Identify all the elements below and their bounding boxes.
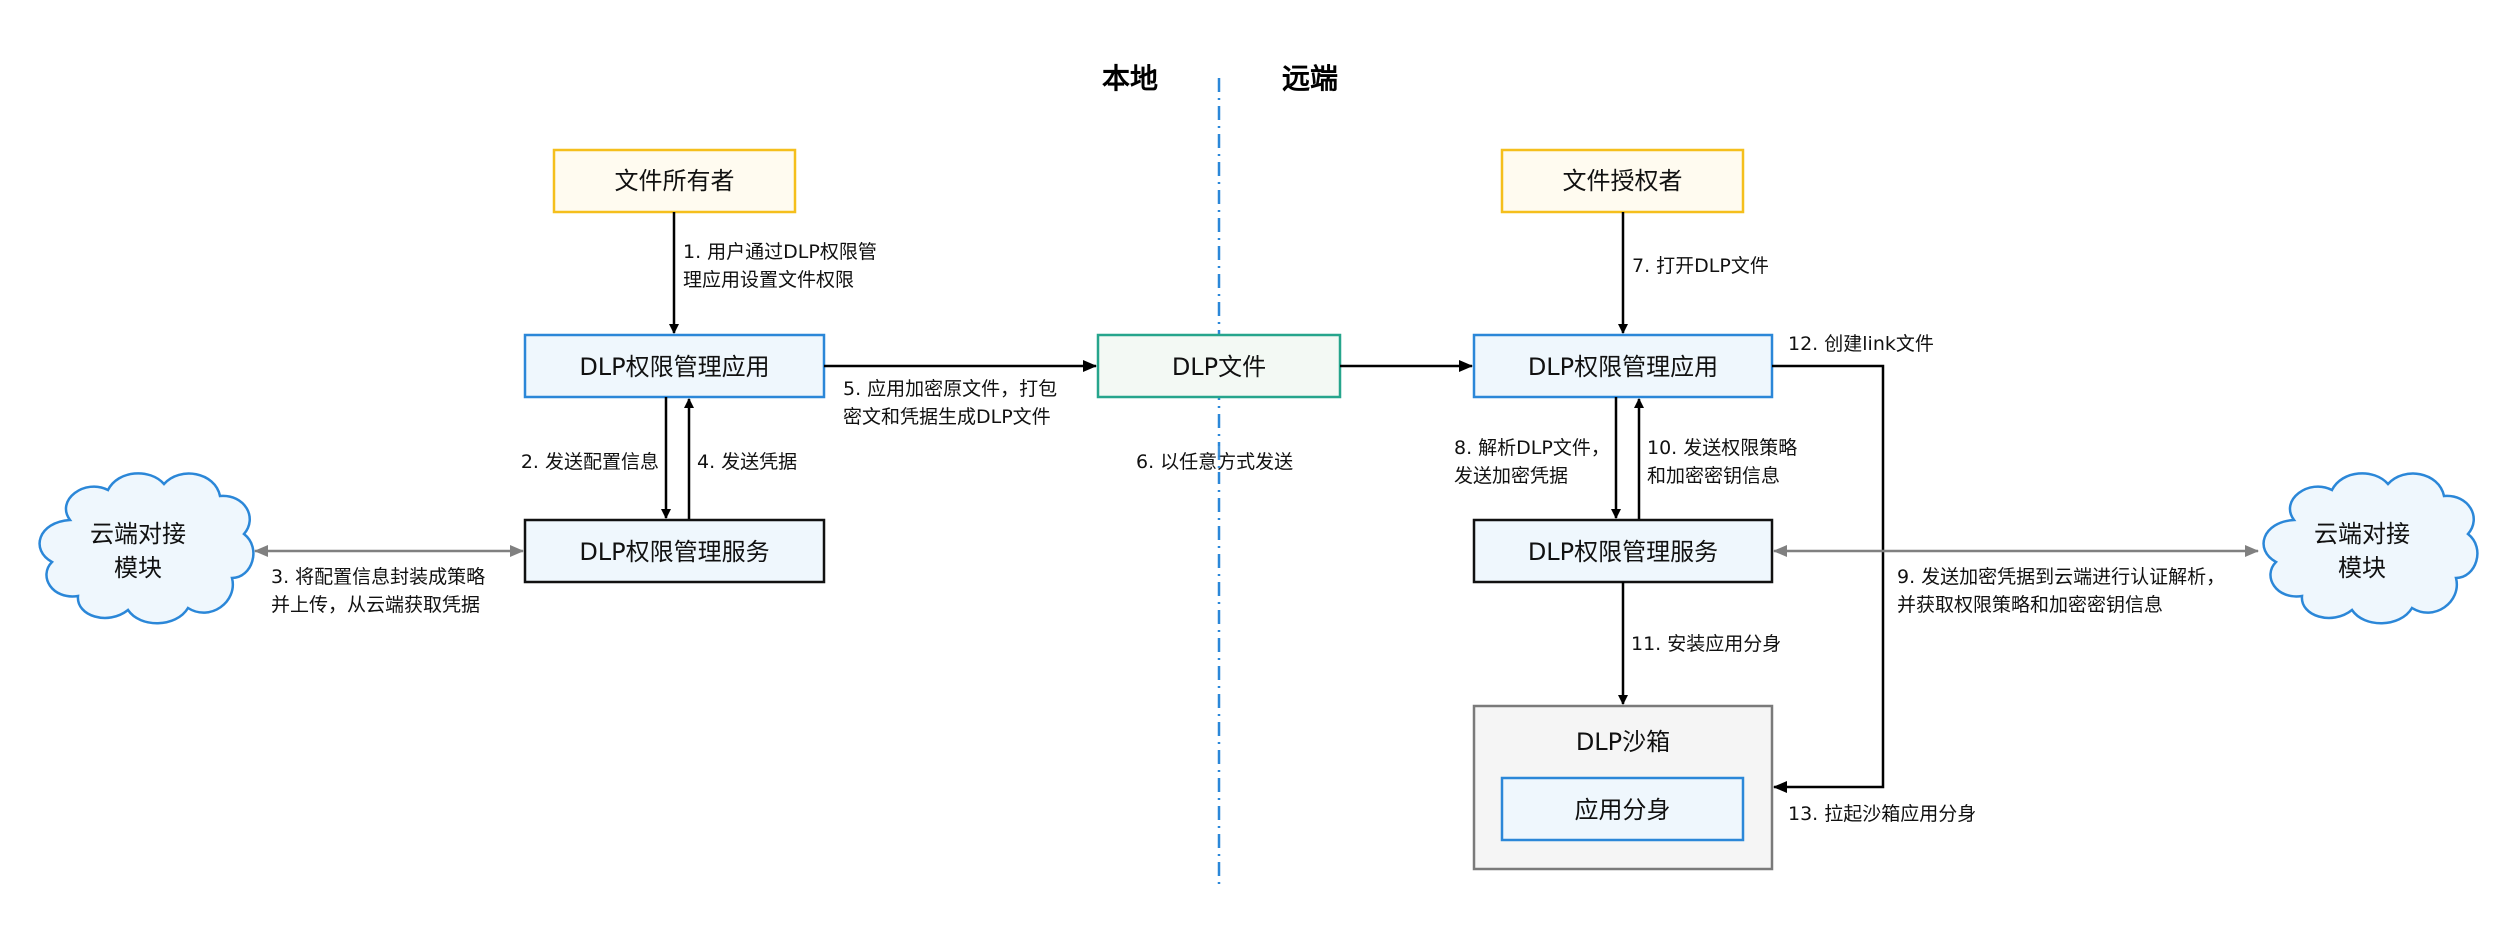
node-remote-app[interactable]: DLP权限管理应用 <box>1472 333 1774 399</box>
node-local-app-label: DLP权限管理应用 <box>579 353 769 381</box>
node-local-service[interactable]: DLP权限管理服务 <box>523 518 826 584</box>
node-file-grantee[interactable]: 文件授权者 <box>1500 148 1745 214</box>
edge-step-12-13 <box>1772 364 1885 793</box>
node-sandbox-label: DLP沙箱 <box>1576 728 1670 756</box>
node-local-cloud-label-line1: 云端对接 <box>90 520 186 548</box>
node-app-clone-label: 应用分身 <box>1575 796 1671 824</box>
node-remote-cloud-label-line1: 云端对接 <box>2314 520 2410 548</box>
edge-step-1-label-line2: 理应用设置文件权限 <box>683 269 854 291</box>
edge-step-13-label: 13. 拉起沙箱应用分身 <box>1788 803 1976 825</box>
edge-step-8-label-line2: 发送加密凭据 <box>1454 465 1568 487</box>
edge-step-3-label-line2: 并上传，从云端获取凭据 <box>271 594 480 616</box>
node-remote-service-label: DLP权限管理服务 <box>1528 538 1718 566</box>
node-local-service-label: DLP权限管理服务 <box>579 538 769 566</box>
node-local-cloud-label-line2: 模块 <box>114 554 162 582</box>
edge-step-3-label-line1: 3. 将配置信息封装成策略 <box>271 566 485 588</box>
edge-step-9-label-line2: 并获取权限策略和加密密钥信息 <box>1897 594 2163 616</box>
node-file-grantee-label: 文件授权者 <box>1563 167 1683 195</box>
edge-step-2-label: 2. 发送配置信息 <box>521 451 659 473</box>
edge-step-4-label: 4. 发送凭据 <box>697 451 797 473</box>
edge-step-1-label-line1: 1. 用户通过DLP权限管 <box>683 241 877 263</box>
header-local: 本地 <box>1102 62 1158 95</box>
node-local-app[interactable]: DLP权限管理应用 <box>523 333 826 399</box>
edge-step-6-label: 6. 以任意方式发送 <box>1136 451 1293 473</box>
edge-step-5-label-line1: 5. 应用加密原文件，打包 <box>843 378 1057 400</box>
header-remote: 远端 <box>1282 62 1338 95</box>
edge-step-8-label-line1: 8. 解析DLP文件， <box>1454 437 1610 459</box>
edge-step-10-label-line1: 10. 发送权限策略 <box>1647 437 1797 459</box>
node-dlp-file-label: DLP文件 <box>1172 353 1266 381</box>
node-dlp-file[interactable]: DLP文件 <box>1096 333 1342 399</box>
node-file-owner-label: 文件所有者 <box>615 167 735 195</box>
node-remote-app-label: DLP权限管理应用 <box>1528 353 1718 381</box>
edge-step-9-label-line1: 9. 发送加密凭据到云端进行认证解析， <box>1897 566 2225 588</box>
edge-step-10-label-line2: 和加密密钥信息 <box>1647 465 1780 487</box>
node-file-owner[interactable]: 文件所有者 <box>552 148 797 214</box>
edge-step-12-label: 12. 创建link文件 <box>1788 333 1934 355</box>
node-remote-cloud-label-line2: 模块 <box>2338 554 2386 582</box>
node-local-cloud[interactable]: 云端对接 模块 <box>38 472 255 625</box>
node-app-clone[interactable]: 应用分身 <box>1500 776 1745 842</box>
node-remote-cloud[interactable]: 云端对接 模块 <box>2262 472 2479 625</box>
edge-step-11-label: 11. 安装应用分身 <box>1631 633 1781 655</box>
node-remote-service[interactable]: DLP权限管理服务 <box>1472 518 1774 584</box>
edge-step-7-label: 7. 打开DLP文件 <box>1632 255 1769 277</box>
edge-step-5-label-line2: 密文和凭据生成DLP文件 <box>843 406 1051 428</box>
